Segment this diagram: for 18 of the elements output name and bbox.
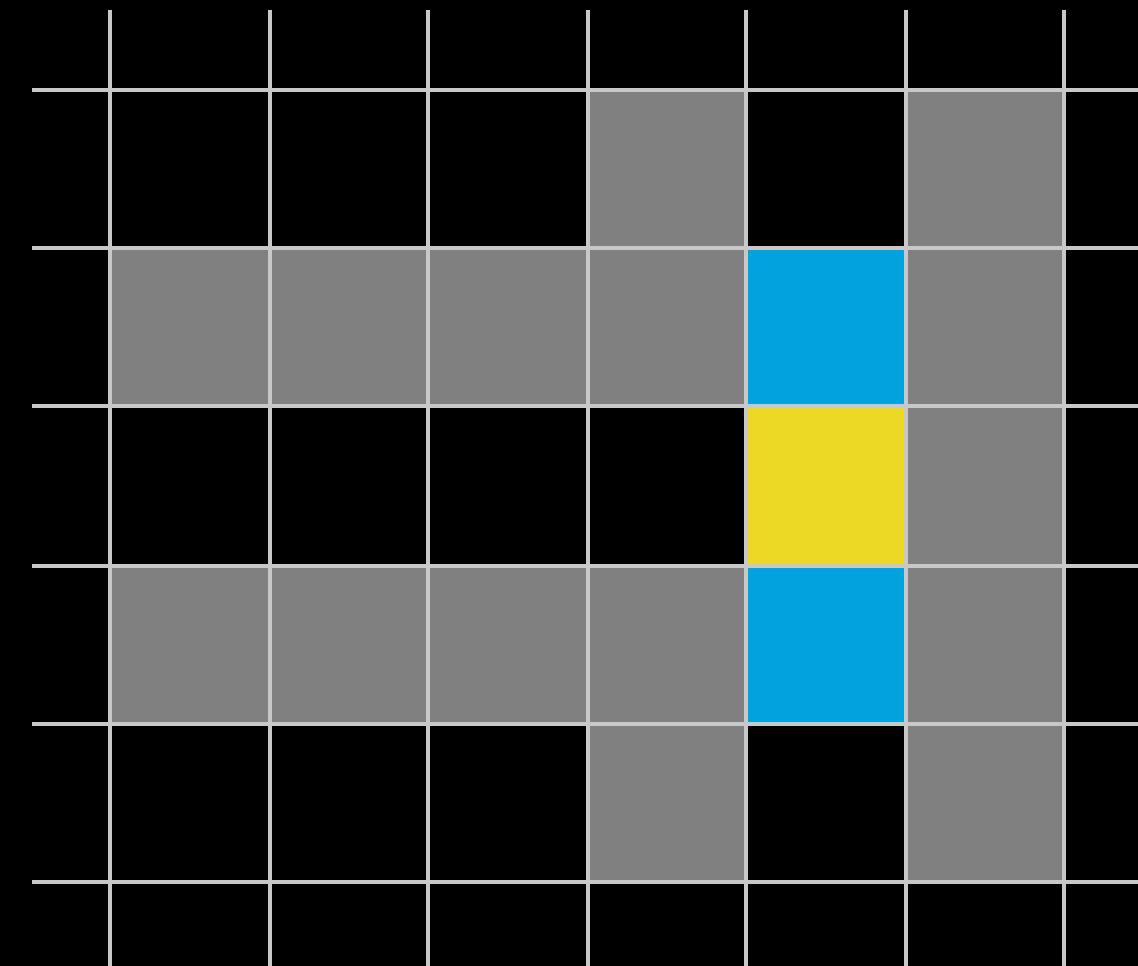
grid-cell: [906, 724, 1064, 882]
grid-cell: [428, 566, 588, 724]
grid-cell: [906, 406, 1064, 566]
grid-cell: [746, 248, 906, 406]
grid-cell: [588, 566, 746, 724]
grid-cell: [906, 90, 1064, 248]
grid-cell: [746, 566, 906, 724]
grid-cell: [270, 248, 428, 406]
grid-cell: [588, 248, 746, 406]
grid-cell: [588, 724, 746, 882]
grid-cell: [270, 566, 428, 724]
grid-cell: [110, 566, 270, 724]
grid-cell: [588, 90, 746, 248]
grid-cell: [428, 248, 588, 406]
grid-cell: [110, 248, 270, 406]
grid-cell: [906, 248, 1064, 406]
grid-cell: [906, 566, 1064, 724]
grid-cell: [746, 406, 906, 566]
